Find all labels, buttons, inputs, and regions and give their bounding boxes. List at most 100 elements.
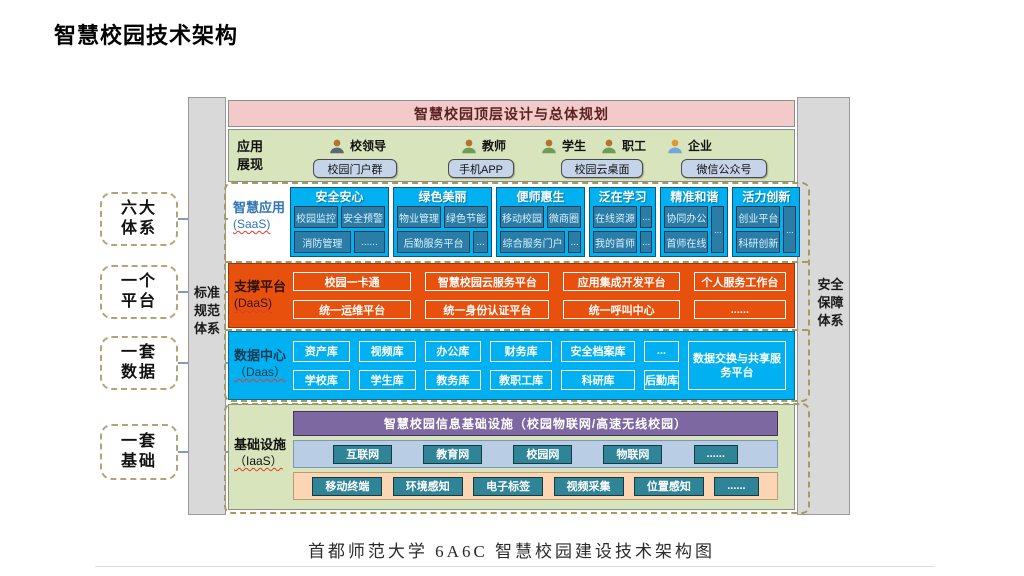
saas-group-body: 移动校园微商圈综合服务门户... — [500, 206, 581, 253]
person-icon — [462, 139, 476, 153]
saas-group: 便师惠生移动校园微商圈综合服务门户... — [496, 187, 585, 257]
figure-caption: 首都师范大学 6A6C 智慧校园建设技术架构图 — [307, 542, 716, 561]
saas-group-body: 在线资源...我的首师... — [593, 206, 653, 253]
app-presentation-label: 应用 展现 — [237, 138, 263, 174]
left-label-box: 一个平台 — [100, 265, 178, 319]
paas-label-sub: (DaaS) — [234, 296, 273, 310]
user-name: 职工 — [622, 139, 647, 153]
app-label-line2: 展现 — [237, 157, 264, 172]
daas-label-sub: （Daas） — [234, 365, 287, 379]
device-box: 环境感知 — [392, 476, 463, 496]
saas-box: 在线资源 — [593, 206, 637, 228]
bottom-rule — [95, 566, 935, 567]
saas-box: 消防管理 — [294, 231, 351, 253]
saas-box: 协同办公 — [664, 206, 709, 228]
device-box: 位置感知 — [633, 476, 704, 496]
standards-bar-text: 标准规范体系 — [189, 284, 225, 337]
support-platform-section: 支撑平台 (DaaS) 校园一卡通智慧校园云服务平台应用集成开发平台个人服务工作… — [228, 263, 795, 328]
user-name: 企业 — [688, 139, 713, 153]
daas-box: 学校库 — [293, 369, 350, 390]
page-title: 智慧校园技术架构 — [54, 23, 239, 48]
saas-label-text: 智慧应用 — [233, 200, 286, 215]
daas-box: 科研库 — [560, 369, 635, 390]
saas-group-title: 便师惠生 — [516, 190, 565, 204]
security-bar-line: 安全 — [817, 277, 844, 292]
saas-group-title: 活力创新 — [742, 190, 791, 204]
saas-box: 创业平台 — [736, 206, 781, 228]
user-item: 学生 — [541, 137, 586, 154]
saas-group-body: 物业管理绿色节能后勤服务平台... — [397, 206, 488, 253]
security-bar-line: 保障 — [817, 295, 844, 310]
saas-groups: 安全安心校园监控安全预警消防管理......绿色美丽物业管理绿色节能后勤服务平台… — [290, 186, 802, 260]
channel-button: 手机APP — [448, 159, 514, 178]
daas-box: 教职工库 — [490, 369, 552, 390]
person-icon — [330, 139, 344, 153]
network-box: 物联网 — [603, 444, 663, 464]
saas-group-title: 泛在学习 — [598, 190, 647, 204]
network-box: 教育网 — [423, 444, 483, 464]
daas-box: 视频库 — [358, 341, 416, 362]
infrastructure-section: 基础设施 （IaaS） 智慧校园信息基础设施（校园物联网/高速无线校园） 互联网… — [228, 404, 795, 510]
saas-box: 微商圈 — [547, 206, 581, 228]
network-box: ...... — [693, 444, 738, 464]
top-design-banner: 智慧校园顶层设计与总体规划 — [228, 100, 795, 127]
user-name: 校领导 — [350, 139, 387, 153]
paas-box: 应用集成开发平台 — [563, 272, 680, 291]
person-icon — [542, 139, 556, 153]
left-label-line: 一套 — [120, 433, 157, 450]
left-label-line: 六大 — [120, 200, 157, 217]
paas-box: 个人服务工作台 — [693, 272, 786, 291]
left-label-line: 体系 — [120, 220, 157, 237]
left-label-line: 数据 — [120, 364, 157, 381]
iaas-label-sub: （IaaS） — [234, 454, 283, 468]
saas-box: 首师在线 — [664, 231, 709, 253]
devices-strip: 移动终端环境感知电子标签视频采集位置感知...... — [293, 472, 778, 500]
device-box: 电子标签 — [473, 476, 544, 496]
user-item: 职工 — [601, 137, 646, 154]
saas-side-box: ... — [711, 206, 725, 253]
paas-label-text: 支撑平台 — [234, 279, 287, 294]
saas-group-title: 精准和谐 — [670, 190, 719, 204]
daas-grid: 资产库视频库办公库财务库安全档案库...数据交换与共享服务平台学校库学生库教务库… — [291, 332, 794, 399]
daas-section-label: 数据中心 （Daas） — [229, 332, 291, 399]
left-label-box: 一套数据 — [100, 336, 178, 390]
data-exchange-box: 数据交换与共享服务平台 — [688, 341, 786, 390]
paas-box: 统一呼叫中心 — [563, 300, 680, 319]
saas-section: 智慧应用 (SaaS) 安全安心校园监控安全预警消防管理......绿色美丽物业… — [228, 186, 801, 260]
daas-box: 资产库 — [293, 341, 350, 362]
paas-section-label: 支撑平台 (DaaS) — [229, 264, 291, 327]
left-label-line: 基础 — [120, 453, 157, 470]
user-item: 教师 — [461, 137, 506, 154]
saas-group: 活力创新创业平台科研创新... — [732, 187, 801, 257]
daas-box: 学生库 — [358, 369, 416, 390]
daas-box: 后勤库 — [644, 369, 679, 390]
saas-box: ... — [640, 231, 653, 253]
saas-group: 精准和谐协同办公首师在线... — [660, 187, 729, 257]
left-label-line: 一套 — [120, 344, 157, 361]
saas-box: 绿色节能 — [444, 206, 488, 228]
paas-box: 智慧校园云服务平台 — [425, 272, 550, 291]
saas-box: 物业管理 — [397, 206, 441, 228]
saas-group: 泛在学习在线资源...我的首师... — [589, 187, 657, 257]
user-item: 校领导 — [329, 137, 386, 154]
left-label-line: 平台 — [120, 293, 157, 310]
device-box: 移动终端 — [312, 476, 383, 496]
saas-group-title: 安全安心 — [315, 190, 364, 204]
daas-box: 教务库 — [424, 369, 482, 390]
paas-grid: 校园一卡通智慧校园云服务平台应用集成开发平台个人服务工作台统一运维平台统一身份认… — [291, 264, 794, 327]
standards-bar-line: 规范 — [193, 303, 220, 318]
iaas-section-label: 基础设施 （IaaS） — [229, 405, 291, 509]
saas-group-body: 创业平台科研创新... — [736, 206, 797, 253]
paas-box: 校园一卡通 — [293, 272, 412, 291]
networks-strip: 互联网教育网校园网物联网...... — [293, 440, 778, 468]
security-system-bar: 安全保障体系 — [797, 97, 850, 515]
paas-box: 统一运维平台 — [293, 300, 412, 319]
security-bar-line: 体系 — [817, 313, 844, 328]
standards-bar-line: 标准 — [193, 285, 220, 300]
left-label-line: 一个 — [120, 273, 157, 290]
daas-box: ... — [644, 341, 679, 362]
channel-button: 校园云桌面 — [561, 159, 643, 178]
saas-box: 后勤服务平台 — [397, 231, 471, 253]
saas-box: 校园监控 — [294, 206, 338, 228]
